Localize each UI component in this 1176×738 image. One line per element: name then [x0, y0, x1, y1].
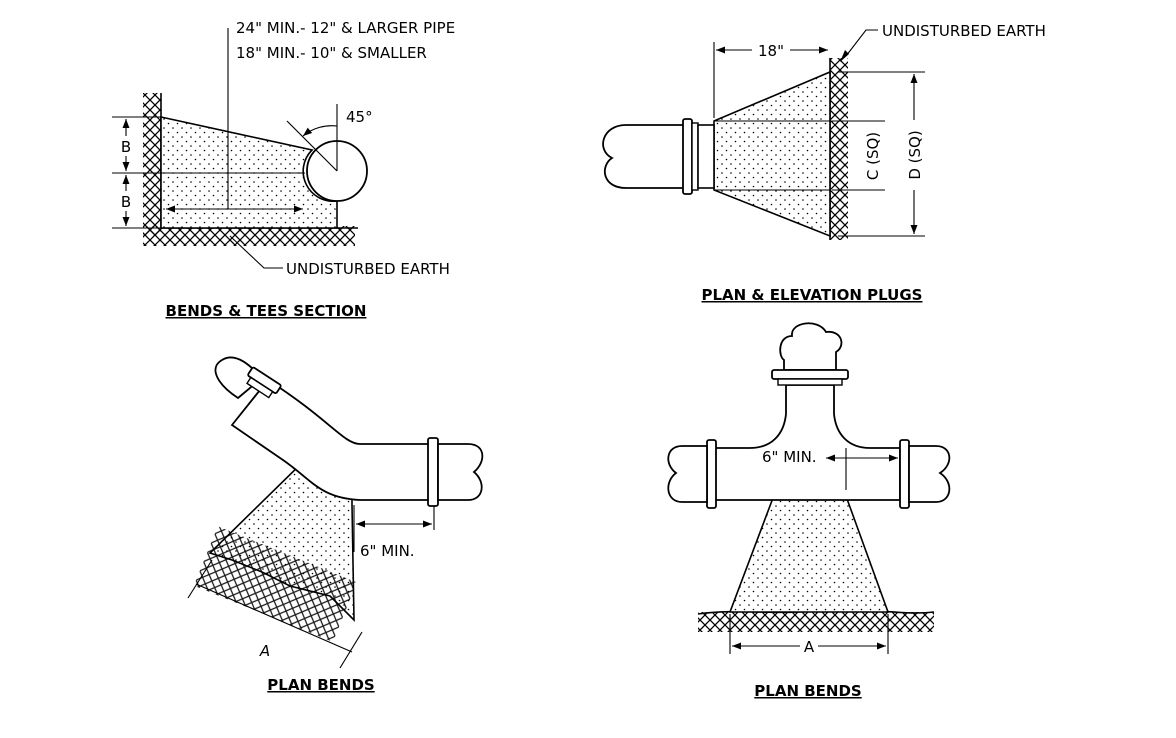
dim-6-min-right: 6" MIN.	[762, 448, 817, 466]
concrete-plug-block	[713, 70, 831, 238]
dim-a-left: A	[259, 642, 270, 660]
earth-hatch-tee	[698, 612, 934, 632]
earth-hatch-plug-wall	[830, 58, 848, 240]
tee-flange-left	[706, 439, 717, 509]
plug-pipe	[602, 124, 685, 189]
tee-flange-top	[771, 369, 849, 380]
earth-label-plug: UNDISTURBED EARTH	[882, 22, 1046, 40]
dim-b-lower: B	[121, 193, 131, 211]
tee-flange-right	[899, 439, 910, 509]
dim-b-upper: B	[121, 138, 131, 156]
earth-label-section: UNDISTURBED EARTH	[286, 260, 450, 278]
dim-d-sq: D (SQ)	[906, 130, 924, 179]
title-plan-bends-right: PLAN BENDS	[754, 682, 861, 700]
dim-6-min-left: 6" MIN.	[360, 542, 415, 560]
dim-c-sq: C (SQ)	[864, 132, 882, 180]
title-plan-elevation-plugs: PLAN & ELEVATION PLUGS	[702, 286, 923, 304]
earth-hatch-bend-left	[193, 526, 357, 642]
earth-hatch-left-wall	[143, 93, 161, 236]
dim-18-inch: 18"	[758, 42, 784, 60]
plan-bends-right-view: 6" MIN. A PLAN BENDS	[667, 322, 951, 700]
plan-elevation-plugs-view: 18" C (SQ) D (SQ) UNDISTURBED EARTH PLAN…	[602, 22, 1046, 304]
title-bends-tees-section: BENDS & TEES SECTION	[166, 302, 367, 320]
dim-a-right: A	[804, 638, 815, 656]
title-plan-bends-left: PLAN BENDS	[267, 676, 374, 694]
bend-pipe	[230, 378, 433, 501]
min-depth-note-line2: 18" MIN.- 10" & SMALLER	[236, 44, 427, 62]
tee-pipe	[714, 384, 901, 501]
min-depth-note-line1: 24" MIN.- 12" & LARGER PIPE	[236, 19, 455, 37]
bends-tees-section-view: B B 24" MIN.- 12" & LARGER PIPE 18" MIN.…	[112, 19, 455, 320]
plan-bends-left-view: 6" MIN. A PLAN BENDS	[187, 356, 484, 694]
earth-hatch-floor	[143, 226, 355, 246]
plug-flange	[682, 118, 693, 195]
angle-45-label: 45°	[346, 108, 373, 126]
bend-flange-right	[427, 437, 439, 507]
